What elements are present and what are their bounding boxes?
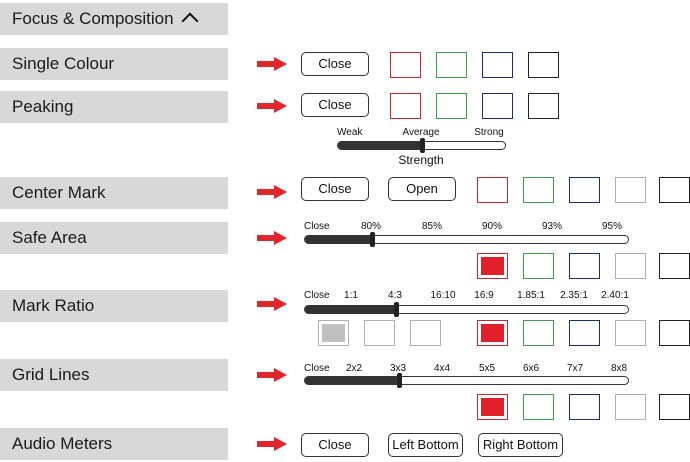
grid-lines-swatch-black[interactable] [659,394,690,420]
peaking-tick-average: Average [402,127,440,138]
center-mark-swatch-green[interactable] [523,177,554,203]
peaking-swatch-blue[interactable] [482,93,513,119]
safe-area-swatch-blue[interactable] [569,253,600,279]
safe-area-tick: 90% [481,221,503,232]
center-mark-open-button[interactable]: Open [388,177,456,201]
arrow-right-icon [257,297,287,311]
row-label-single-colour: Single Colour [0,48,228,80]
row-label-audio-meters: Audio Meters [0,428,228,460]
mark-ratio-tick: 1:1 [344,290,358,301]
row-label-mark-ratio: Mark Ratio [0,290,228,322]
arrow-right-icon [257,185,287,199]
mark-ratio-tick: 2.35:1 [560,290,588,301]
peaking-close-button[interactable]: Close [301,93,369,117]
mark-ratio-swatch-green[interactable] [523,320,554,346]
row-label-safe-area: Safe Area [0,222,228,254]
peaking-strength-caption: Strength [398,153,444,167]
mark-ratio-tick: Close [304,290,330,301]
grid-lines-tick: 6x6 [522,363,540,374]
mark-ratio-swatch-white[interactable] [364,320,395,346]
mark-ratio-tick: 16:10 [430,290,456,301]
row-label-center-mark: Center Mark [0,177,228,209]
peaking-swatch-green[interactable] [436,93,467,119]
mark-ratio-swatch-blue[interactable] [569,320,600,346]
audio-meters-left-bottom-button[interactable]: Left Bottom [388,433,463,457]
slider-thumb[interactable] [394,302,399,317]
grid-lines-tick: 2x2 [345,363,363,374]
grid-lines-tick: Close [304,363,330,374]
center-mark-swatch-white[interactable] [615,177,646,203]
audio-meters-right-bottom-button[interactable]: Right Bottom [478,433,563,457]
mark-ratio-tick: 4:3 [388,290,402,301]
safe-area-swatch-red[interactable] [477,253,508,279]
grid-lines-swatch-blue[interactable] [569,394,600,420]
safe-area-slider[interactable] [304,232,629,247]
mark-ratio-tick: 2.40:1 [601,290,629,301]
arrow-right-icon [257,368,287,382]
peaking-strength-slider[interactable] [337,138,506,153]
safe-area-tick: Close [304,221,330,232]
single-colour-swatch-red[interactable] [390,52,421,78]
mark-ratio-swatch-red[interactable] [477,320,508,346]
peaking-tick-strong: Strong [474,127,504,138]
single-colour-close-button[interactable]: Close [301,52,369,76]
single-colour-swatch-blue[interactable] [482,52,513,78]
peaking-swatch-red[interactable] [390,93,421,119]
mark-ratio-swatch-white[interactable] [615,320,646,346]
peaking-tick-weak: Weak [337,127,363,138]
safe-area-swatch-black[interactable] [659,253,690,279]
grid-lines-slider[interactable] [304,373,629,388]
slider-thumb[interactable] [370,232,375,247]
safe-area-swatch-white[interactable] [615,253,646,279]
mark-ratio-swatch-grey[interactable] [318,320,349,346]
grid-lines-swatch-white[interactable] [615,394,646,420]
mark-ratio-tick: 16:9 [474,290,494,301]
safe-area-tick: 93% [541,221,563,232]
single-colour-swatch-green[interactable] [436,52,467,78]
audio-meters-close-button[interactable]: Close [301,433,369,457]
mark-ratio-swatch-black[interactable] [659,320,690,346]
grid-lines-tick: 4x4 [433,363,451,374]
section-header-title: Focus & Composition [12,9,174,28]
arrow-right-icon [257,99,287,113]
safe-area-tick: 80% [360,221,382,232]
center-mark-close-button[interactable]: Close [301,177,369,201]
safe-area-tick: 95% [601,221,623,232]
grid-lines-tick: 8x8 [610,363,628,374]
slider-thumb[interactable] [397,373,402,388]
chevron-up-icon [181,12,199,30]
peaking-swatch-black[interactable] [528,93,559,119]
single-colour-swatch-black[interactable] [528,52,559,78]
arrow-right-icon [257,57,287,71]
arrow-right-icon [257,437,287,451]
mark-ratio-slider[interactable] [304,302,629,317]
slider-thumb[interactable] [420,138,425,153]
grid-lines-tick: 5x5 [478,363,496,374]
grid-lines-swatch-green[interactable] [523,394,554,420]
mark-ratio-swatch-white[interactable] [410,320,441,346]
grid-lines-tick: 3x3 [389,363,407,374]
section-header[interactable]: Focus & Composition [0,3,228,35]
grid-lines-tick: 7x7 [566,363,584,374]
center-mark-swatch-black[interactable] [659,177,690,203]
safe-area-tick: 85% [421,221,443,232]
center-mark-swatch-red[interactable] [477,177,508,203]
safe-area-swatch-green[interactable] [523,253,554,279]
center-mark-swatch-blue[interactable] [569,177,600,203]
mark-ratio-tick: 1.85:1 [517,290,545,301]
arrow-right-icon [257,231,287,245]
row-label-grid-lines: Grid Lines [0,359,228,391]
grid-lines-swatch-red[interactable] [477,394,508,420]
row-label-peaking: Peaking [0,91,228,123]
